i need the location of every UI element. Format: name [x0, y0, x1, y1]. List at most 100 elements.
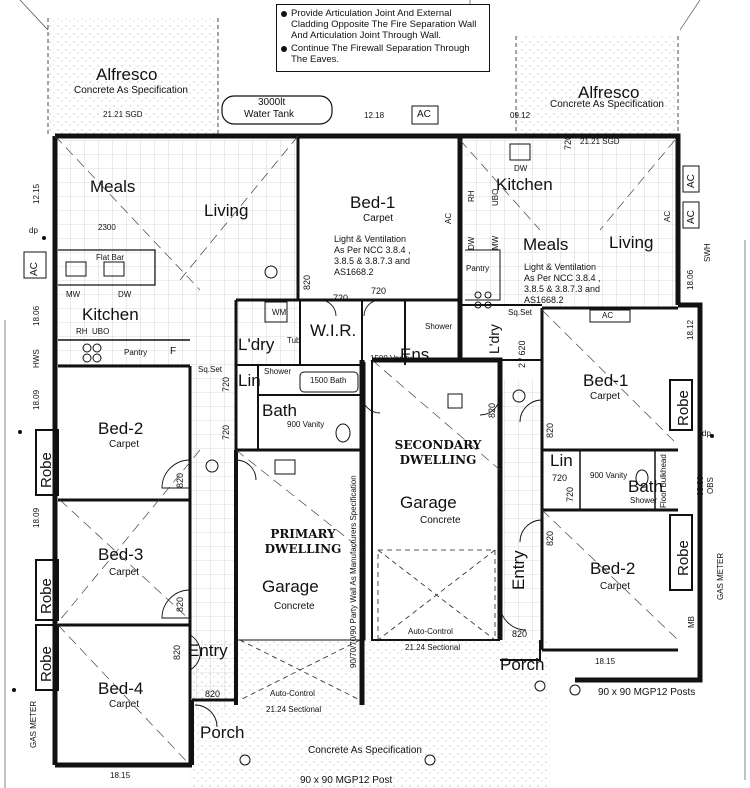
left-bed1: Bed-1	[350, 193, 396, 212]
left-pantry: Pantry	[124, 348, 148, 357]
flat-bar: Flat Bar	[96, 253, 125, 262]
left-sgd: 21.21 SGD	[103, 110, 143, 119]
left-lin: Lin	[238, 371, 261, 390]
right-rh: RH	[467, 190, 476, 202]
left-garage: Garage	[262, 577, 319, 596]
left-mw: MW	[66, 290, 81, 299]
left-d720d: 720	[221, 424, 231, 440]
right-dim-1815: 18.15	[595, 657, 616, 666]
left-tub: Tub	[287, 336, 301, 345]
right-lin: Lin	[550, 451, 573, 470]
right-dim-1812: 18.12	[686, 319, 695, 340]
right-d820a: 820	[545, 422, 555, 438]
left-vanity900: 900 Vanity	[287, 420, 325, 429]
left-dwelling-walls	[35, 133, 463, 768]
left-entry: Entry	[188, 641, 228, 660]
door-swings	[161, 299, 543, 728]
left-porch: Porch	[200, 723, 245, 742]
right-ldry: L'dry	[486, 324, 502, 354]
right-posts: 90 x 90 MGP12 Posts	[598, 687, 696, 698]
party-wall-label: 90/70/70/90 Party Wall As Manufacturers …	[349, 475, 358, 668]
dp-left-1: dp	[29, 226, 38, 235]
right-sqset: Sq.Set	[508, 308, 533, 317]
left-bed1-sub: Carpet	[363, 213, 394, 224]
right-ubo: UBO	[491, 188, 500, 206]
right-auto-control: Auto-Control	[408, 627, 453, 636]
right-bulkhead: Floor Bulkhead	[659, 454, 668, 508]
right-dim-0309: 03.09	[696, 475, 705, 496]
left-wm: WM	[272, 308, 287, 317]
left-f: F	[170, 346, 177, 357]
left-alfresco-sub: Concrete As Specification	[74, 85, 188, 96]
left-wir: W.I.R.	[310, 321, 357, 340]
right-robe2: Robe	[675, 540, 692, 576]
left-bed4: Bed-4	[98, 679, 144, 698]
right-dp: dp	[702, 429, 711, 438]
dim-1806: 18.06	[32, 305, 41, 326]
garage-right-door	[377, 549, 496, 641]
left-d820d: 820	[172, 644, 182, 660]
note-articulation: Provide Articulation Joint And External …	[291, 8, 477, 41]
left-dim-1815: 18.15	[110, 771, 131, 780]
left-sectional: 21.24 Sectional	[266, 705, 322, 714]
right-shower: Shower	[630, 496, 658, 505]
garage-left-door	[239, 639, 361, 701]
right-alfresco-sub: Concrete As Specification	[550, 99, 664, 110]
right-meals: Meals	[523, 235, 569, 254]
left-bath1500: 1500 Bath	[310, 376, 347, 385]
primary-dwelling-label: PRIMARY DWELLING	[264, 527, 342, 556]
bullet-icon	[281, 46, 287, 52]
left-bed2: Bed-2	[98, 419, 144, 438]
left-d720b: 720	[371, 286, 387, 296]
water-tank-size: 3000lt	[258, 97, 286, 108]
left-ubo: UBO	[92, 327, 110, 336]
dim-1809a: 18.09	[32, 389, 41, 410]
hws: HWS	[32, 349, 41, 368]
concrete-spec-bottom: Concrete As Specification	[308, 745, 422, 756]
dim-1215: 12.15	[32, 183, 41, 204]
left-bed4-sub: Carpet	[109, 699, 140, 710]
left-robe2: Robe	[38, 578, 55, 614]
left-living: Living	[204, 201, 249, 220]
right-d720b: 720	[565, 486, 575, 502]
left-rh: RH	[76, 327, 88, 336]
left-alfresco-label: Alfresco	[96, 65, 158, 84]
right-ac-b: AC	[663, 210, 672, 222]
right-garage-sub: Concrete	[420, 515, 461, 526]
left-ac-side: AC	[29, 262, 40, 276]
left-vanity1500: 1500 Vanity	[370, 354, 412, 363]
right-dw-top: DW	[514, 164, 528, 173]
right-bed2-sub: Carpet	[600, 581, 631, 592]
right-d720a: 720	[552, 473, 568, 483]
right-dim-0912: 09.12	[510, 111, 531, 120]
right-ac-a: AC	[444, 212, 453, 224]
left-robe1: Robe	[38, 452, 55, 488]
left-auto-control: Auto-Control	[270, 689, 315, 698]
right-garage: Garage	[400, 493, 457, 512]
left-kitchen: Kitchen	[82, 305, 139, 324]
left-d820c: 820	[175, 596, 185, 612]
note-firewall: Continue The Firewall Separation Through…	[291, 43, 470, 65]
right-bed2: Bed-2	[590, 559, 636, 578]
left-robe3: Robe	[38, 646, 55, 682]
right-bed1: Bed-1	[583, 371, 629, 390]
right-living: Living	[609, 233, 654, 252]
left-d820a: 820	[302, 274, 312, 290]
right-ac-bed: AC	[602, 311, 614, 320]
right-mb: MB	[687, 616, 696, 628]
right-d820b: 820	[487, 402, 497, 418]
left-bed3-sub: Carpet	[109, 567, 140, 578]
left-ens: Ens.	[400, 345, 435, 364]
right-gas-meter: GAS METER	[716, 552, 725, 600]
ac-top: AC	[417, 109, 431, 120]
left-laundry: L'dry	[238, 335, 275, 354]
water-tank	[221, 95, 333, 125]
roof-lines	[54, 135, 679, 766]
fixtures	[65, 143, 649, 487]
secondary-dwelling-label: SECONDARY DWELLING	[394, 438, 482, 467]
left-bed3: Bed-3	[98, 545, 144, 564]
right-kitchen: Kitchen	[496, 175, 553, 194]
right-sgd: 21.21 SGD	[580, 137, 620, 146]
left-post: 90 x 90 MGP12 Post	[300, 775, 393, 786]
